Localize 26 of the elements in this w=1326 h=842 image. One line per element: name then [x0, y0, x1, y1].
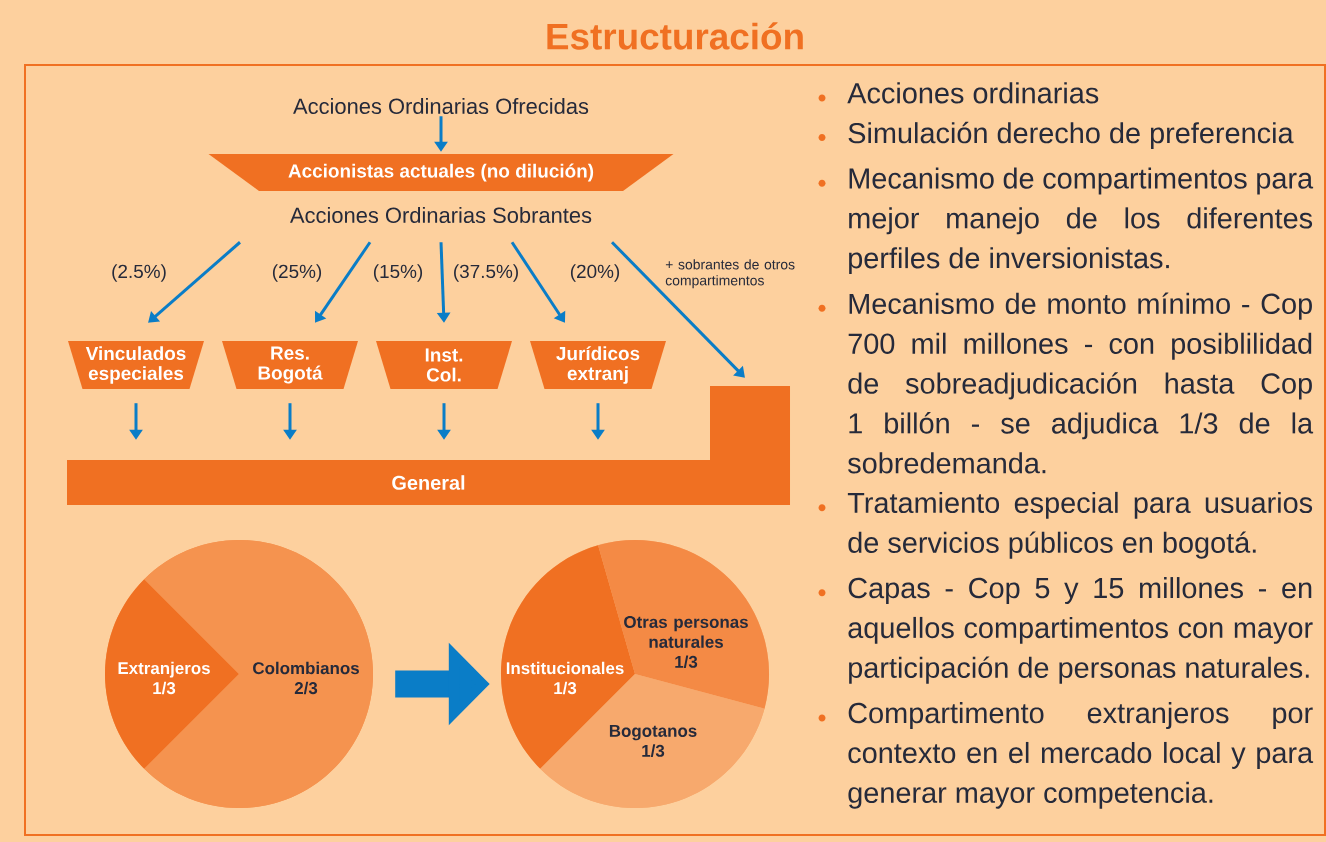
- pie-slice: Extranjeros 1/3: [105, 579, 239, 769]
- edge-label: (2.5%): [112, 264, 166, 282]
- trapezoid-box: Jurídicos extranj: [530, 341, 666, 389]
- edge-label: (20%): [570, 264, 620, 282]
- bullet-text: Compartimento extranjeros por contexto en el mercado local y para generar mayor competencia.: [848, 702, 1314, 809]
- edge-label: (25%): [272, 264, 322, 282]
- arrow: [148, 241, 241, 323]
- flow-text: Acciones Ordinarias Ofrecidas: [293, 97, 589, 115]
- trapezoid-box: Vinculados especiales: [68, 341, 204, 389]
- node-label: General: [392, 475, 465, 490]
- trapezoid-box: Res. Bogotá: [222, 341, 358, 389]
- note-text: + sobrantes de otros compartimentos: [665, 259, 795, 289]
- bullet-text: Simulación derecho de preferencia: [848, 121, 1294, 150]
- trapezoid-box: Inst. Col.: [376, 341, 512, 389]
- bullet-text: Acciones ordinarias: [847, 82, 1099, 104]
- arrow: [510, 241, 566, 323]
- bullet-text: Capas - Cop 5 y 15 millones - en aquellos compartimentos con mayor participación de personas naturales.: [848, 577, 1313, 684]
- flow-text: Acciones Ordinarias Sobrantes: [290, 206, 592, 224]
- bullet-text: Tratamiento especial para usuarios de servicios públicos en bogotá.: [847, 491, 1313, 559]
- bullet-text: Mecanismo de monto mínimo - Cop 700 mil millones - con posiblilidad de sobreadjudicación hasta Cop 1 billón - se adjudica 1/3 de la sobredemanda.: [848, 292, 1314, 474]
- bullet-text: Mecanismo de compartimentos para mejor manejo de los diferentes perfiles de inversionistas.: [849, 167, 1314, 275]
- edge-label: (15%): [373, 264, 423, 282]
- arrow: [610, 241, 745, 378]
- trapezoid-box: Accionistas actuales (no dilución): [208, 154, 674, 191]
- title: Estructuración: [547, 22, 803, 50]
- edge-label: (37.5%): [454, 264, 518, 282]
